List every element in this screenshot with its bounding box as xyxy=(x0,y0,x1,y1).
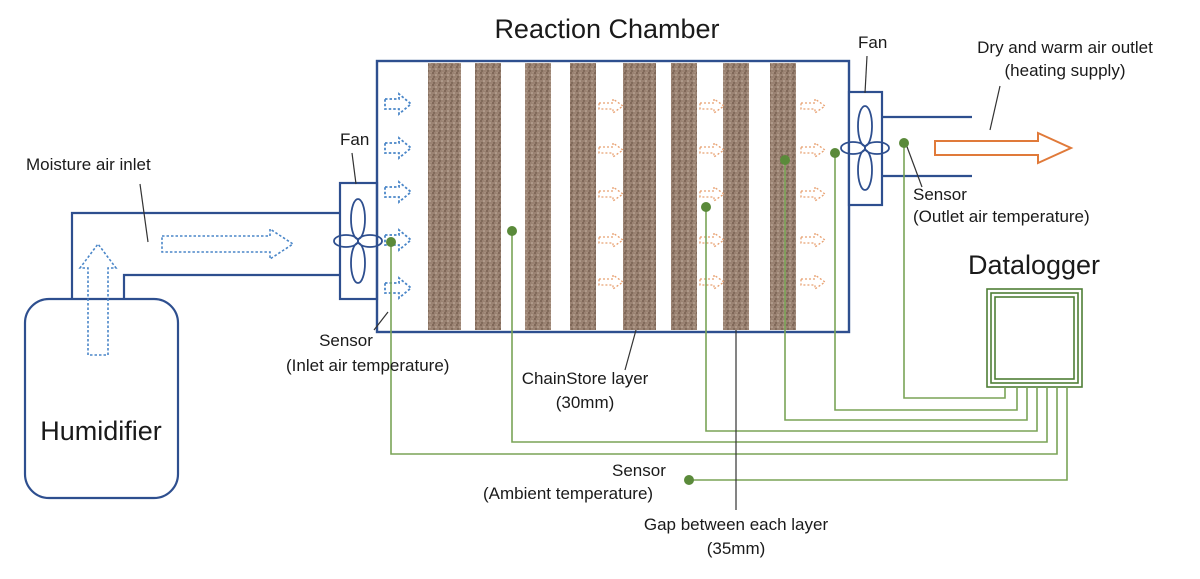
chainstore-layer xyxy=(723,63,749,330)
air-arrow-icon xyxy=(161,227,295,261)
outlet-fan xyxy=(840,90,890,207)
sensor-dot-icon xyxy=(386,237,396,247)
air-arrow-icon xyxy=(384,137,412,159)
outlet-sensor-leader xyxy=(905,143,923,188)
sensor-dot-icon xyxy=(684,475,694,485)
outlet-duct xyxy=(882,115,972,178)
sensor-dot-icon xyxy=(701,202,711,212)
inlet-fan xyxy=(333,181,383,301)
chainstore-layer xyxy=(770,63,796,330)
moisture-inlet-leader xyxy=(139,183,149,243)
inlet-fan-leader xyxy=(351,152,357,185)
humidifier-label: Humidifier xyxy=(40,416,162,446)
sensor-dot-icon xyxy=(507,226,517,236)
air-arrow-icon xyxy=(384,93,412,115)
inlet-sensor-label-line1: Sensor xyxy=(319,331,373,350)
ambient-sensor-label-line1: Sensor xyxy=(612,461,666,480)
inlet-sensor-label-line2: (Inlet air temperature) xyxy=(286,356,449,375)
layer-label-line2: (30mm) xyxy=(556,393,615,412)
diagram-title: Reaction Chamber xyxy=(494,14,719,44)
outlet-fan-leader xyxy=(864,55,868,94)
layer-label-line1: ChainStore layer xyxy=(522,369,649,388)
air-arrow-icon xyxy=(78,242,118,356)
chainstore-layer xyxy=(475,63,501,330)
hot-air-arrow-icon xyxy=(934,131,1074,165)
datalogger-label: Datalogger xyxy=(968,250,1100,280)
datalogger-icon xyxy=(986,288,1083,388)
ambient-sensor-label-line2: (Ambient temperature) xyxy=(483,484,653,503)
sensor-dot-icon xyxy=(830,148,840,158)
moisture-inlet-label: Moisture air inlet xyxy=(26,155,151,174)
gap-label-line2: (35mm) xyxy=(707,539,766,558)
sensor-dot-icon xyxy=(899,138,909,148)
gap-label-line1: Gap between each layer xyxy=(644,515,829,534)
inlet-air-arrows xyxy=(384,93,412,299)
air-arrow-icon xyxy=(384,181,412,203)
outlet-sensor-label-line1: Sensor xyxy=(913,185,967,204)
outlet-leader xyxy=(989,85,1001,131)
layer-leader xyxy=(624,329,637,371)
chainstore-layers xyxy=(428,63,796,330)
chainstore-layer xyxy=(525,63,551,330)
inlet-fan-label: Fan xyxy=(340,130,369,149)
inlet-duct xyxy=(70,211,340,299)
sensor-dot-icon xyxy=(780,155,790,165)
chainstore-layer xyxy=(671,63,697,330)
outlet-fan-label: Fan xyxy=(858,33,887,52)
chainstore-layer xyxy=(570,63,596,330)
air-arrow-icon xyxy=(384,277,412,299)
sensor-dots xyxy=(386,138,909,485)
inlet-sensor-leader xyxy=(373,311,389,331)
sensor-wiring xyxy=(390,143,1068,481)
outlet-label-line1: Dry and warm air outlet xyxy=(977,38,1153,57)
chainstore-layer xyxy=(428,63,461,330)
chainstore-layer xyxy=(623,63,656,330)
outlet-label-line2: (heating supply) xyxy=(1005,61,1126,80)
outlet-sensor-label-line2: (Outlet air temperature) xyxy=(913,207,1090,226)
humidifier: Humidifier xyxy=(23,297,180,500)
